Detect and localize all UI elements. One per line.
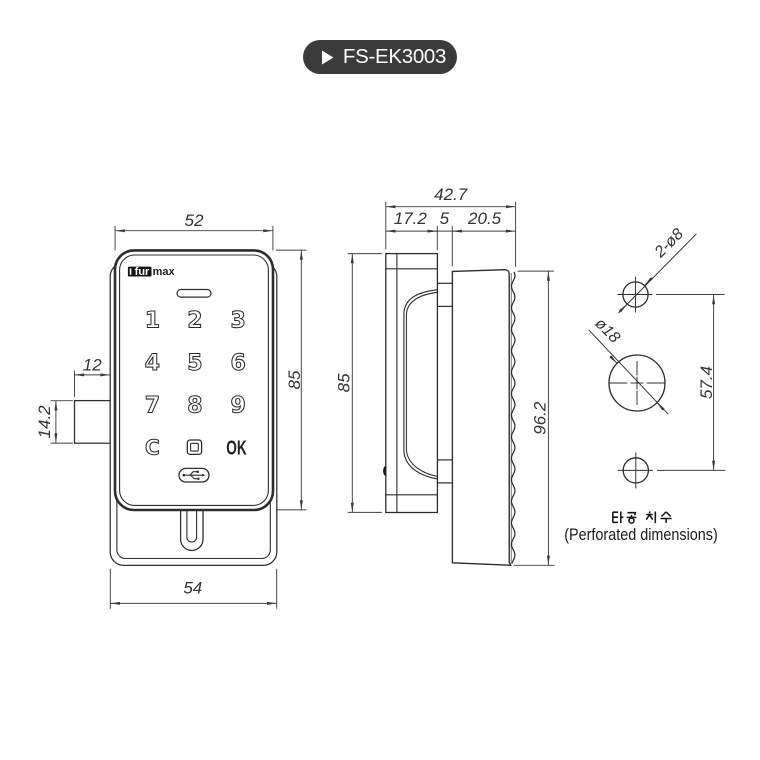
key-2: 2 xyxy=(187,309,202,334)
side-latch-pin xyxy=(383,465,386,477)
logo-notch xyxy=(129,268,132,275)
usb-icon xyxy=(182,470,206,480)
drill-hole-center xyxy=(608,354,666,412)
side-bracket-outer xyxy=(403,289,438,480)
dim-label: 85 xyxy=(334,373,353,392)
leader-label: ø18 xyxy=(591,315,623,347)
dim-side-height-right: 96.2 xyxy=(513,270,555,566)
leader-label: 2-ø8 xyxy=(651,226,687,262)
key-4: 4 xyxy=(145,351,160,376)
key-3: 3 xyxy=(230,309,245,334)
keypad-keys: 1 2 3 4 5 6 7 8 9 C OK xyxy=(144,308,247,460)
dim-label: 54 xyxy=(183,578,202,597)
model-badge-label: FS-EK3003 xyxy=(342,45,447,68)
side-dimensions: 42.7 17.2 5 20.5 85 96.2 xyxy=(334,185,555,566)
dim-label: 57.4 xyxy=(697,366,716,399)
key-6: 6 xyxy=(230,351,245,376)
logo-fur: fur xyxy=(135,266,150,278)
front-dimensions: 52 85 12 14.2 54 xyxy=(35,211,307,609)
usb-pill xyxy=(178,467,210,483)
key-8: 8 xyxy=(187,394,202,419)
key-1: 1 xyxy=(145,309,160,334)
key-5: 5 xyxy=(187,351,202,376)
dim-label: 96.2 xyxy=(531,401,550,435)
front-keyhole-inner xyxy=(186,510,198,543)
leader-small-holes: 2-ø8 xyxy=(618,226,697,314)
dim-side-depth-segments: 17.2 5 20.5 xyxy=(386,209,516,267)
front-view: fur max 1 2 3 4 5 6 7 8 9 C OK xyxy=(73,249,278,567)
dim-label: 85 xyxy=(285,370,304,389)
drill-template: 2-ø8 ø18 57.4 타공 치수 xyxy=(564,226,726,544)
dim-label: 12 xyxy=(83,355,102,374)
drill-caption-en: (Perforated dimensions) xyxy=(564,526,718,544)
side-view xyxy=(383,252,516,567)
dim-label: 42.7 xyxy=(434,185,468,204)
led-window xyxy=(176,288,212,298)
logo-box xyxy=(127,266,152,277)
dim-front-width-top: 52 xyxy=(114,211,274,251)
side-rubber-wavy-edge xyxy=(510,271,516,564)
side-body xyxy=(385,252,439,514)
front-latch xyxy=(73,399,111,444)
dim-front-width-bottom: 54 xyxy=(109,568,278,609)
key-c: C xyxy=(145,435,160,459)
dim-label: 14.2 xyxy=(35,405,54,439)
front-keypad-inner xyxy=(119,254,269,506)
dim-front-latch-height: 14.2 xyxy=(35,400,73,444)
leader-large-hole: ø18 xyxy=(588,315,669,415)
drill-hole-bottom xyxy=(617,452,653,489)
drill-hole-top xyxy=(617,276,653,313)
brand-logo: fur max xyxy=(127,266,176,278)
usb-port xyxy=(178,467,210,483)
dim-label: 20.5 xyxy=(467,209,502,228)
center-mark xyxy=(609,361,665,405)
dim-label: 17.2 xyxy=(394,209,428,228)
dim-front-height-right: 85 xyxy=(275,249,307,511)
side-bracket-inner xyxy=(405,291,438,477)
key-square-icon xyxy=(186,439,203,456)
drill-caption-ko-glyphs xyxy=(612,511,672,524)
key-9: 9 xyxy=(230,394,245,419)
front-keypad-outer xyxy=(113,249,275,512)
dim-label: 52 xyxy=(185,211,204,230)
logo-max: max xyxy=(153,266,176,278)
dim-hole-spacing: 57.4 xyxy=(656,294,726,471)
dim-label: 5 xyxy=(440,209,450,228)
side-keypad-profile xyxy=(451,269,512,567)
play-icon xyxy=(321,50,334,64)
key-ok: OK xyxy=(226,437,247,459)
front-keyhole-outer xyxy=(179,510,204,552)
dim-side-depth-total: 42.7 xyxy=(385,185,517,267)
dim-front-latch-depth: 12 xyxy=(74,355,110,397)
dim-side-height-left: 85 xyxy=(334,253,382,513)
key-7: 7 xyxy=(145,394,160,419)
model-badge: FS-EK3003 xyxy=(303,40,457,74)
drill-caption: 타공 치수 xyxy=(564,511,718,544)
